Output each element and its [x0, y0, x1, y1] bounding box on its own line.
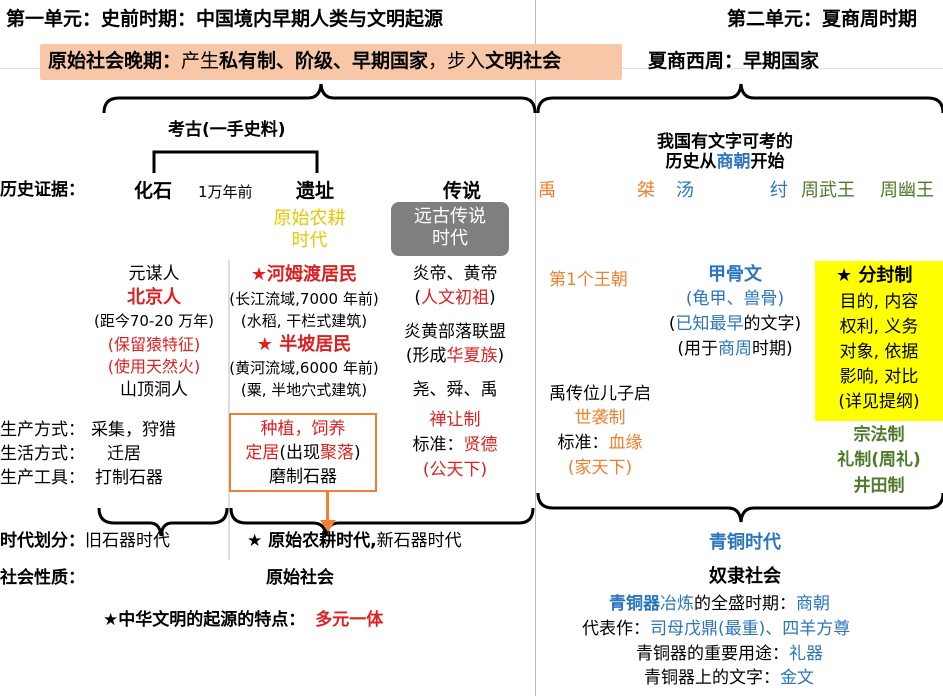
peking-man: 北京人 — [127, 287, 181, 308]
bronze-works: 代表作：司母戊鼎(最重)、四羊方尊 — [582, 619, 851, 639]
brace-top-right — [536, 83, 943, 114]
king-jie: 桀 — [637, 180, 655, 201]
ape-traits: (保留猿特征) — [107, 335, 201, 354]
banpo-region: (黄河流域,6000 年前) — [229, 359, 379, 377]
succession: 禹传位儿子启 — [549, 384, 651, 404]
archaeology-bracket — [152, 150, 319, 173]
unit1-title: 第一单元：史前时期：中国境内早期人类与文明起源 — [6, 8, 444, 30]
banner-background — [40, 44, 622, 80]
bronze-use: 青铜器的重要用途：礼器 — [636, 644, 823, 664]
written-history: 我国有文字可考的历史从商朝开始 — [657, 132, 793, 173]
yuanmou-man: 元谋人 — [128, 264, 180, 284]
brace-paleolithic — [97, 507, 229, 537]
upper-cave-man: 山顶洞人 — [120, 380, 188, 400]
enfeoffment-line-5: (详见提纲) — [838, 392, 920, 412]
bronze-era: 青铜时代 — [709, 532, 781, 553]
neolithic-highlight-box — [229, 413, 377, 492]
legend-era: 远古传说时代 — [414, 206, 486, 249]
legend-era-box — [391, 202, 509, 256]
enfeoffment-line-4: 影响, 对比 — [839, 367, 919, 387]
tribal-alliance: 炎黄部落联盟 — [404, 322, 506, 342]
king-yu: 禹 — [538, 180, 556, 201]
public-world: (公天下) — [422, 460, 488, 480]
enfeoffment-line-2: 权利, 义务 — [839, 317, 919, 337]
first-dynasty: 第1个王朝 — [549, 270, 628, 290]
bronze-script: 青铜器上的文字：金文 — [644, 668, 814, 688]
brace-bronze — [536, 492, 943, 523]
oracle-use: (用于商周时期) — [677, 339, 793, 359]
banner-left: 原始社会晚期：产生私有制、阶级、早期国家，步入文明社会 — [48, 50, 562, 72]
neolithic-era: ★ 原始农耕时代,新石器时代 — [247, 531, 462, 551]
ruins-label: 遗址 — [296, 180, 335, 202]
king-tang: 汤 — [676, 180, 694, 201]
plant-raise: 种植，饲养 — [260, 419, 346, 439]
unit2-title: 第二单元：夏商周时期 — [727, 8, 918, 30]
civilization-origin: ★中华文明的起源的特点：多元一体 — [103, 610, 384, 630]
hereditary-system: 世袭制 — [574, 408, 626, 428]
society-label: 社会性质： — [0, 568, 85, 588]
huaxia: (形成华夏族) — [405, 346, 505, 366]
archaeology-title: 考古(一手史料) — [168, 120, 286, 140]
banpo: ★ 半坡居民 — [256, 334, 352, 355]
bronze-peak: 青铜器冶炼的全盛时期：商朝 — [609, 594, 830, 614]
settlement: 定居(出现聚落) — [245, 443, 361, 463]
column-divider — [535, 0, 536, 696]
enfeoffment-box — [815, 261, 943, 421]
humanity-ancestor: (人文初祖) — [414, 288, 496, 308]
living-mode: 生活方式：迁居 — [0, 444, 141, 464]
natural-fire: (使用天然火) — [107, 357, 201, 376]
slave-society: 奴隶社会 — [709, 566, 781, 587]
evidence-label: 历史证据： — [0, 180, 85, 200]
down-arrow-icon — [320, 520, 336, 532]
era-division: 时代划分：旧石器时代 — [0, 531, 170, 551]
well-field-system: 井田制 — [853, 476, 905, 496]
down-arrow-shaft — [326, 492, 329, 522]
farming-era: 原始农耕时代 — [273, 208, 346, 251]
production-mode: 生产方式：采集，狩猎 — [0, 420, 176, 440]
king-wu: 周武王 — [801, 180, 855, 201]
banpo-detail: (粟, 半地穴式建筑) — [240, 381, 368, 399]
production-tools: 生产工具：打制石器 — [0, 468, 163, 488]
enfeoffment-line-3: 对象, 依据 — [839, 342, 919, 362]
primitive-society: 原始社会 — [266, 568, 334, 588]
oracle-earliest: (已知最早的文字) — [668, 314, 802, 334]
king-you: 周幽王 — [880, 180, 934, 201]
hereditary-standard: 标准：血缘 — [557, 433, 643, 453]
brace-top-left — [102, 83, 537, 114]
years-label: 1万年前 — [198, 183, 253, 201]
yao-shun-yu: 尧、舜、禹 — [412, 380, 498, 400]
peking-date: (距今70-20 万年) — [93, 312, 215, 330]
hemudu: ★河姆渡居民 — [250, 264, 358, 285]
legend-label: 传说 — [443, 180, 482, 202]
enfeoffment-title: ★ 分封制 — [836, 265, 913, 286]
abdication-standard: 标准：贤德 — [412, 435, 498, 455]
enfeoffment-line-1: 目的, 内容 — [839, 292, 919, 312]
polished-tools: 磨制石器 — [269, 467, 337, 487]
family-world: (家天下) — [567, 458, 633, 478]
banner-right: 夏商西周：早期国家 — [648, 50, 820, 72]
fossil-label: 化石 — [134, 180, 173, 202]
hemudu-region: (长江流域,7000 年前) — [229, 290, 379, 308]
yan-huang: 炎帝、黄帝 — [412, 264, 498, 284]
abdication: 禅让制 — [429, 410, 481, 430]
oracle-bones-title: 甲骨文 — [708, 264, 762, 285]
rites-system: 礼制(周礼) — [837, 450, 921, 470]
king-zhou: 纣 — [770, 180, 788, 201]
hemudu-detail: (水稻, 干栏式建筑) — [240, 312, 368, 330]
brace-neolithic — [229, 507, 535, 537]
clan-system: 宗法制 — [853, 425, 905, 445]
oracle-material: (龟甲、兽骨) — [685, 289, 785, 309]
